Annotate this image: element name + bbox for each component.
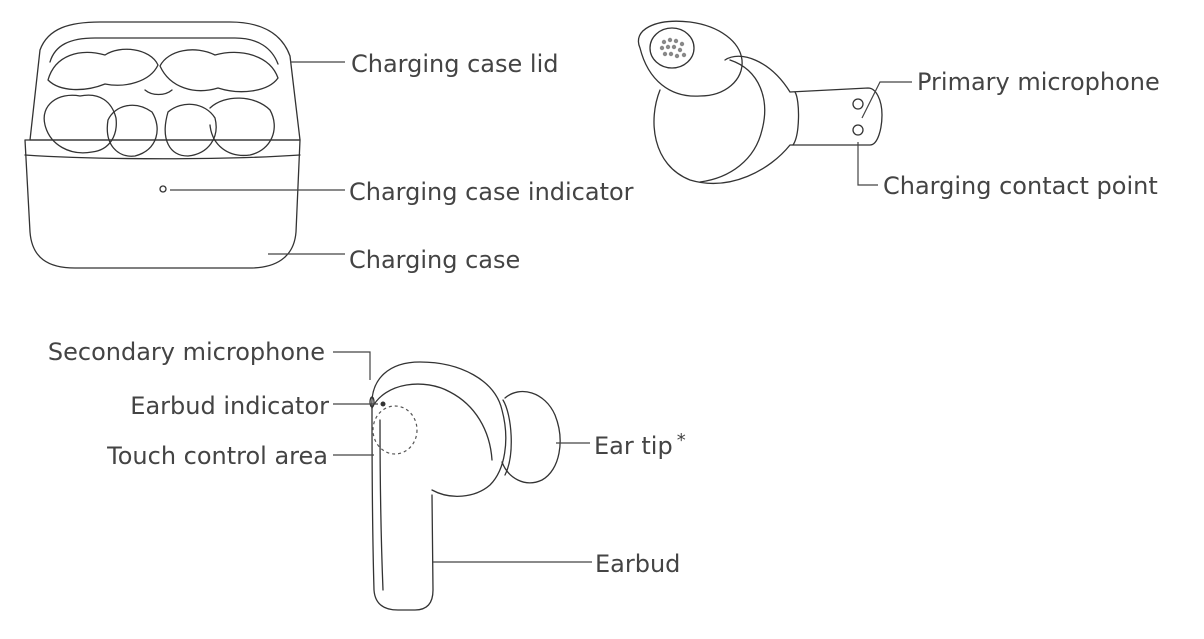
secondary-microphone-slot [369, 396, 375, 408]
label-ear-tip: Ear tip* [594, 430, 686, 460]
label-touch-control-area: Touch control area [106, 442, 328, 470]
speaker-mesh [659, 37, 687, 59]
label-charging-case-indicator: Charging case indicator [349, 178, 634, 206]
label-ear-tip-text: Ear tip [594, 432, 673, 460]
ear-tip-top [637, 20, 743, 97]
primary-microphone-dot [852, 98, 864, 110]
label-earbud-indicator: Earbud indicator [130, 392, 329, 420]
label-charging-case-lid: Charging case lid [351, 50, 558, 78]
label-primary-microphone: Primary microphone [917, 68, 1160, 96]
charging-case-indicator-dot [159, 185, 167, 193]
touch-control-area-outline [372, 405, 418, 455]
earbud-side-illustration [637, 20, 883, 185]
charging-case-body [24, 139, 301, 269]
charging-case-illustration [24, 21, 301, 269]
label-secondary-microphone: Secondary microphone [48, 338, 325, 366]
ear-tip [501, 390, 561, 484]
label-earbud: Earbud [595, 550, 680, 578]
label-charging-contact-point: Charging contact point [883, 172, 1158, 200]
earbud-indicator-dot [380, 401, 386, 407]
charging-case-lid [29, 21, 301, 141]
earbud-stem [371, 407, 434, 611]
charging-contact-dot [852, 124, 864, 136]
ear-tip-asterisk: * [677, 430, 686, 451]
earbud-front-illustration [369, 361, 561, 611]
label-charging-case: Charging case [349, 246, 520, 274]
